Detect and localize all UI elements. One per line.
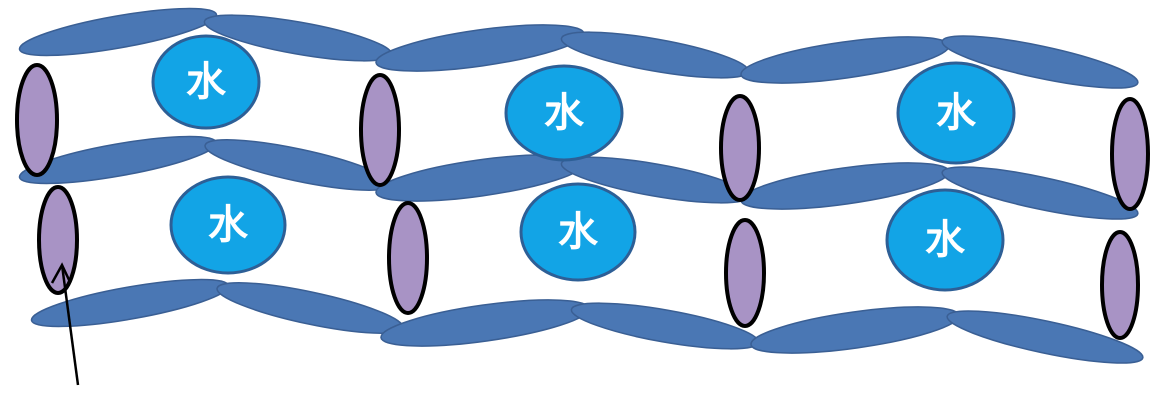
rod bbox=[216, 282, 404, 334]
water-circle bbox=[151, 34, 261, 130]
water-label: 水 bbox=[558, 209, 599, 255]
row2-spacers bbox=[37, 185, 1140, 340]
water-molecule: 水 bbox=[885, 188, 1005, 292]
rod bbox=[946, 310, 1144, 364]
water-circle bbox=[504, 64, 624, 162]
spacer bbox=[724, 218, 766, 328]
water-label: 水 bbox=[925, 217, 966, 263]
row1-top-chain bbox=[18, 7, 1139, 89]
spacer bbox=[387, 201, 429, 315]
rod bbox=[941, 166, 1139, 220]
water-label: 水 bbox=[936, 90, 977, 136]
water-circle bbox=[896, 61, 1016, 165]
pointer-arrow bbox=[50, 262, 80, 386]
water-molecule: 水 bbox=[896, 61, 1016, 165]
row2-bottom-chain bbox=[30, 278, 1144, 364]
water-label: 水 bbox=[208, 202, 249, 248]
water-circle bbox=[169, 175, 287, 275]
spacer bbox=[1100, 230, 1140, 340]
spacer bbox=[359, 73, 401, 187]
rod bbox=[941, 35, 1139, 89]
arrow-shaft bbox=[60, 264, 80, 386]
spacer bbox=[37, 185, 79, 295]
rod bbox=[750, 306, 960, 354]
spacer bbox=[1110, 97, 1150, 211]
water-circle bbox=[519, 182, 637, 282]
spacer bbox=[719, 94, 761, 202]
water-molecule: 水 bbox=[151, 34, 261, 130]
water-molecule: 水 bbox=[504, 64, 624, 162]
spacer bbox=[15, 63, 59, 177]
arrow-head bbox=[50, 262, 72, 284]
middle-chain-upper bbox=[18, 135, 1139, 220]
water-circle bbox=[885, 188, 1005, 292]
water-molecule: 水 bbox=[519, 182, 637, 282]
water-label: 水 bbox=[544, 90, 585, 136]
water-molecule: 水 bbox=[169, 175, 287, 275]
row1-spacers bbox=[15, 63, 1150, 211]
water-label: 水 bbox=[186, 59, 227, 105]
rod bbox=[18, 7, 218, 57]
